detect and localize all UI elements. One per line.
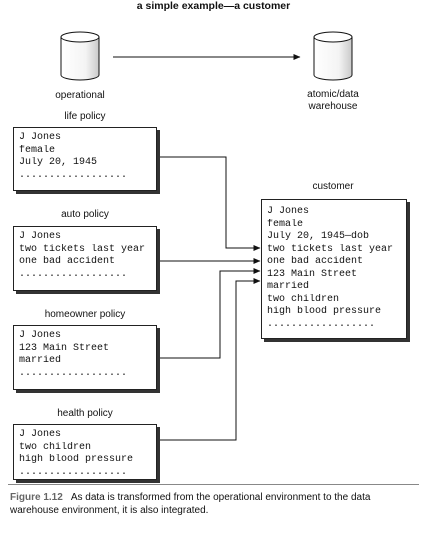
record-line: married (19, 355, 62, 366)
auto-policy-record: J Jones two tickets last year one bad ac… (13, 226, 157, 291)
homeowner-policy-heading: homeowner policy (44, 309, 126, 320)
record-line: .................. (19, 367, 128, 379)
life-policy-record: J Jones female July 20, 1945 ...........… (13, 127, 157, 191)
health-policy-record: J Jones two children high blood pressure… (13, 424, 157, 480)
record-line: .................. (267, 318, 376, 330)
record-line: July 20, 1945—dob (267, 231, 370, 242)
record-line: married (267, 281, 310, 292)
record-line: J Jones (19, 330, 62, 341)
caption-divider (8, 484, 419, 485)
record-line: one bad accident (19, 256, 116, 267)
record-line: 123 Main Street (19, 342, 110, 354)
record-line: high blood pressure (19, 454, 134, 465)
operational-label: operational (55, 90, 105, 101)
record-line: two tickets last year (19, 243, 146, 255)
homeowner-policy-record: J Jones 123 Main Street married ........… (13, 325, 157, 390)
record-line: J Jones (19, 132, 62, 143)
record-line: two tickets last year (267, 243, 394, 255)
life-policy-connector (157, 156, 261, 251)
record-line: .................. (19, 466, 128, 478)
record-line: July 20, 1945 (19, 157, 98, 168)
life-policy-heading: life policy (64, 111, 106, 122)
customer-record: J Jones female July 20, 1945—dob two tic… (261, 199, 407, 339)
record-line: female (267, 218, 304, 230)
warehouse-label: atomic/data warehouse (307, 89, 359, 112)
auto-policy-heading: auto policy (61, 209, 109, 220)
record-line: .................. (19, 169, 128, 181)
record-line: two children (19, 441, 92, 453)
record-line: high blood pressure (267, 306, 382, 317)
diagram-title: a simple example—a customer (136, 0, 291, 12)
record-line: .................. (19, 268, 128, 280)
warehouse-database-icon (313, 31, 353, 81)
record-line: two children (267, 293, 340, 305)
operational-database-icon (60, 31, 100, 81)
caption-text: As data is transformed from the operatio… (10, 492, 371, 516)
customer-heading: customer (312, 181, 354, 192)
health-policy-connector (157, 278, 261, 441)
record-line: 123 Main Street (267, 268, 358, 280)
health-policy-heading: health policy (57, 408, 113, 419)
record-line: one bad accident (267, 256, 364, 267)
homeowner-policy-connector (157, 268, 261, 359)
record-line: female (19, 144, 56, 156)
figure-number: Figure 1.12 (10, 492, 63, 503)
record-line: J Jones (19, 231, 62, 242)
record-line: J Jones (19, 429, 62, 440)
record-line: J Jones (267, 206, 310, 217)
